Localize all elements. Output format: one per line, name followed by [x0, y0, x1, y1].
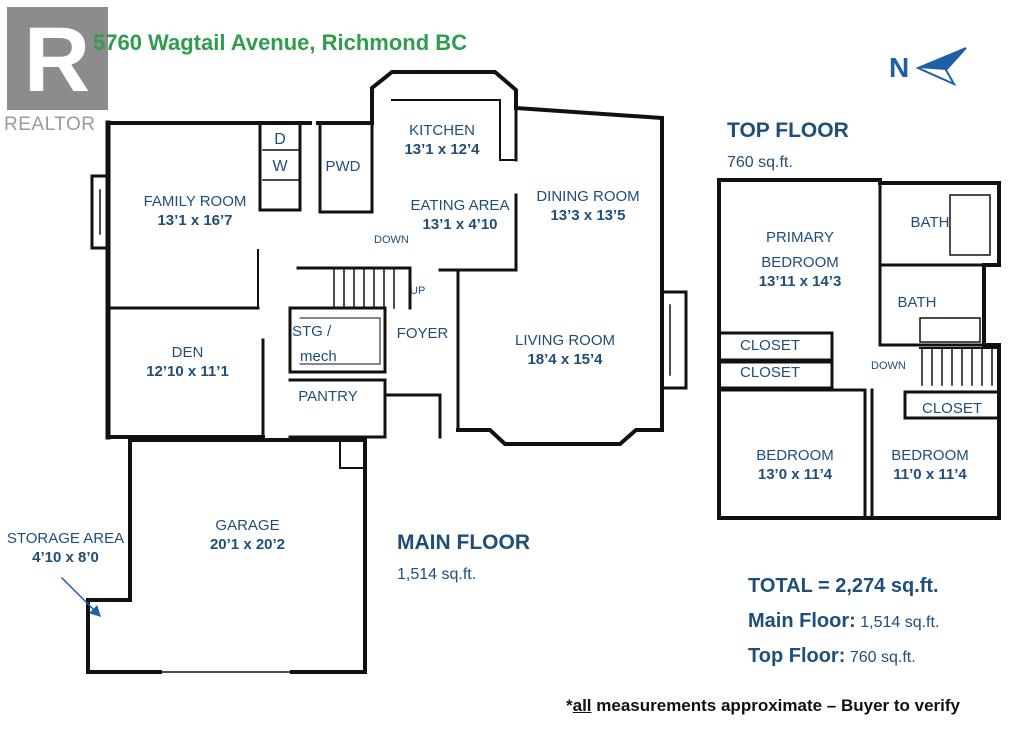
top-floor-total-value: 760 sq.ft. [849, 649, 916, 666]
room-bedroom-1: BEDROOM 13’0 x 11’4 [745, 447, 845, 485]
room-bath-2: BATH [897, 294, 937, 311]
north-compass: N [888, 46, 968, 87]
room-dimension: 18’4 x 15’4 [527, 350, 603, 368]
room-storage-area: STORAGE AREA 4’10 x 8’0 [3, 530, 128, 568]
room-name: GARAGE [215, 517, 280, 534]
stair-down-label: DOWN [374, 234, 409, 246]
room-dimension: 13’11 x 14’3 [758, 272, 842, 290]
room-name: FAMILY ROOM [143, 193, 247, 210]
room-name: LIVING ROOM [514, 332, 615, 349]
footnote-text: measurements approximate – Buyer to veri… [591, 696, 961, 715]
room-primary-bedroom-title: PRIMARY [765, 229, 835, 246]
north-arrow-icon: N [889, 47, 967, 87]
room-name: BEDROOM [761, 254, 839, 271]
realtor-r-icon: R [24, 9, 90, 111]
svg-text:N: N [889, 52, 909, 83]
top-floor-heading: TOP FLOOR [727, 119, 849, 142]
room-dimension: 13’1 x 16’7 [157, 211, 233, 229]
room-dimension: 4’10 x 8’0 [32, 548, 99, 566]
main-floor-area: 1,514 sq.ft. [397, 566, 477, 583]
room-mech: mech [300, 348, 337, 365]
room-name: EATING AREA [410, 197, 510, 214]
room-living-room: LIVING ROOM 18’4 x 15’4 [505, 332, 625, 370]
main-floor-total: Main Floor: 1,514 sq.ft. [748, 610, 939, 633]
room-eating-area: EATING AREA 13’1 x 4’10 [405, 197, 515, 235]
room-closet-2: CLOSET [739, 364, 800, 381]
room-name: DINING ROOM [536, 188, 640, 205]
footnote-star: * [566, 696, 573, 715]
page-title: 5760 Wagtail Avenue, Richmond BC [93, 30, 468, 55]
room-name: STORAGE AREA [6, 530, 125, 547]
room-closet-1: CLOSET [739, 337, 800, 354]
room-name: BEDROOM [756, 447, 834, 464]
room-storage: STG / [292, 323, 332, 340]
room-kitchen: KITCHEN 13’1 x 12’4 [400, 122, 484, 160]
stair-up-label: UP [410, 285, 426, 297]
total-area: TOTAL = 2,274 sq.ft. [748, 575, 939, 598]
room-pantry: PANTRY [298, 388, 358, 405]
top-floor-total: Top Floor: 760 sq.ft. [748, 645, 916, 668]
realtor-wordmark: REALTOR [4, 114, 96, 135]
room-bedroom-2: BEDROOM 11’0 x 11’4 [880, 447, 980, 485]
room-name: DEN [171, 344, 204, 361]
top-stair-down-label: DOWN [871, 360, 906, 372]
main-floor-total-label: Main Floor: [748, 610, 856, 632]
top-floor-total-label: Top Floor: [748, 645, 846, 667]
room-family-room: FAMILY ROOM 13’1 x 16’7 [135, 193, 255, 231]
top-floor-area: 760 sq.ft. [727, 154, 793, 171]
svg-text:R: R [24, 9, 90, 110]
room-dimension: 13’1 x 4’10 [422, 215, 498, 233]
room-dryer: D [274, 131, 286, 148]
room-pwd: PWD [325, 158, 361, 175]
room-foyer: FOYER [396, 325, 449, 342]
room-den: DEN 12’10 x 11’1 [135, 344, 240, 382]
realtor-logo: R [7, 7, 108, 111]
total-label: TOTAL = 2,274 sq.ft. [748, 575, 939, 597]
footnote-emphasis: all [572, 696, 592, 715]
measurement-footnote: *all measurements approximate – Buyer to… [566, 696, 960, 716]
room-garage: GARAGE 20’1 x 20’2 [195, 517, 300, 555]
room-dimension: 13’0 x 11’4 [757, 465, 833, 483]
room-bath-1: BATH [910, 214, 950, 231]
room-dimension: 13’1 x 12’4 [404, 140, 480, 158]
room-dimension: 13’3 x 13’5 [550, 206, 626, 224]
room-name: BEDROOM [891, 447, 969, 464]
main-floor-heading: MAIN FLOOR [397, 531, 530, 554]
room-dimension: 11’0 x 11’4 [893, 465, 967, 483]
room-dining-room: DINING ROOM 13’3 x 13’5 [528, 188, 648, 226]
room-washer: W [272, 158, 288, 175]
room-dimension: 12’10 x 11’1 [146, 362, 229, 380]
main-east-wall [370, 70, 664, 446]
main-floor-total-value: 1,514 sq.ft. [860, 614, 940, 631]
room-closet-3: CLOSET [921, 400, 982, 417]
room-primary-bedroom: BEDROOM 13’11 x 14’3 [745, 254, 855, 292]
room-name: KITCHEN [409, 122, 475, 139]
room-dimension: 20’1 x 20’2 [209, 535, 286, 553]
